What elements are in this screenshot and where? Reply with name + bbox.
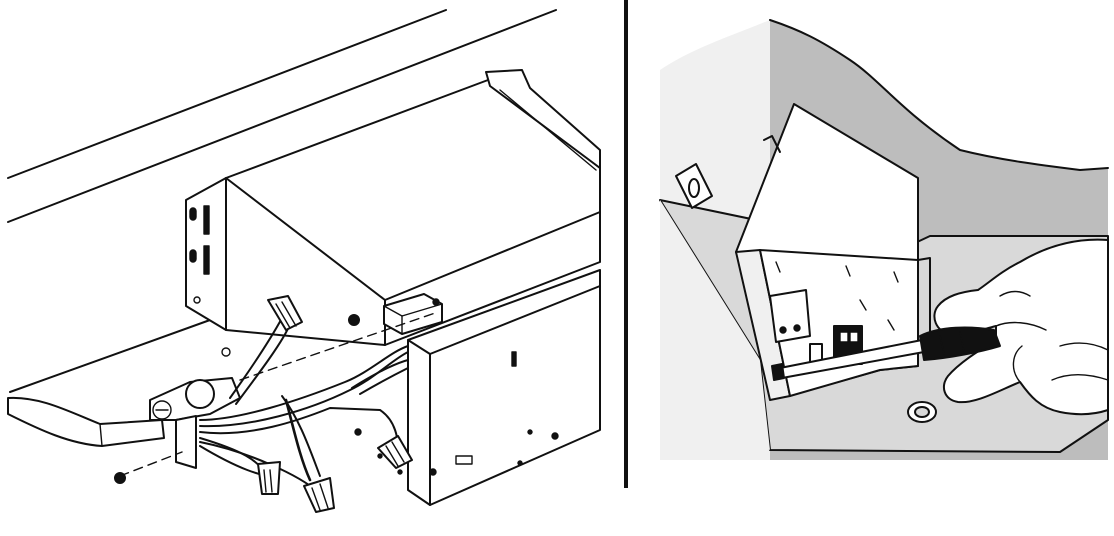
power-cable-icon	[7, 396, 165, 447]
screwdriver-icon	[771, 326, 1001, 381]
screw-icon	[114, 298, 440, 484]
ground-screw-icon	[907, 401, 937, 423]
mounting-bracket	[675, 163, 713, 209]
right-panel	[659, 19, 1109, 460]
left-panel	[7, 9, 601, 513]
ceiling-lines	[7, 9, 557, 393]
wire-nut-icon	[257, 295, 413, 513]
junction-box-icon	[354, 269, 601, 506]
cable-clamp-icon	[149, 377, 241, 469]
fixture-housing-icon	[185, 69, 601, 346]
